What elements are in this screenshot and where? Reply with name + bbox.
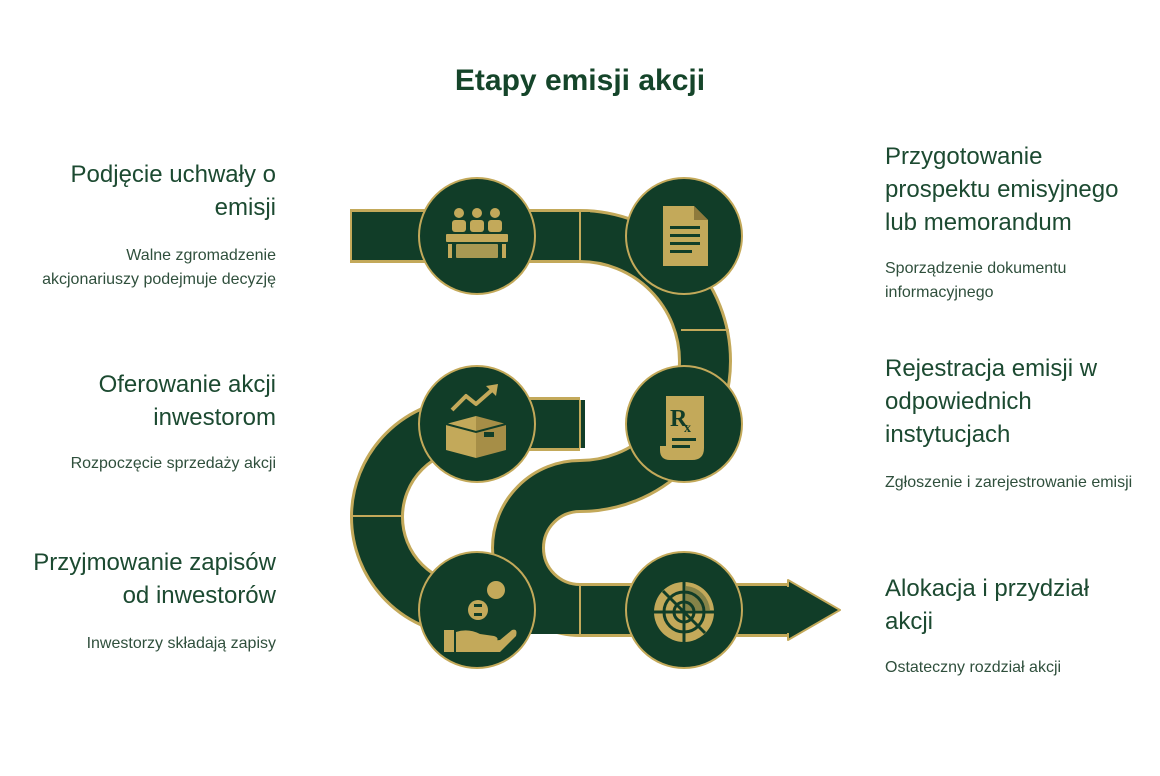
- step-title: Przyjmowanie zapisów od inwestorów: [33, 549, 276, 609]
- step-5: Przyjmowanie zapisów od inwestorów Inwes…: [30, 546, 276, 656]
- prescription-scroll-icon: R x: [660, 396, 704, 460]
- arrow-head: [787, 579, 841, 641]
- step-2: Przygotowanie prospektu emisyjnego lub m…: [885, 140, 1135, 305]
- step-description: Inwestorzy składają zapisy: [86, 635, 276, 652]
- step-title: Podjęcie uchwały o emisji: [70, 161, 276, 221]
- step-title: Rejestracja emisji w odpowiednich instyt…: [885, 355, 1098, 448]
- step-description: Zgłoszenie i zarejestrowanie emisji: [885, 474, 1133, 491]
- svg-text:R: R: [670, 406, 688, 432]
- meeting-people-icon: [446, 208, 508, 258]
- document-icon: [663, 206, 708, 266]
- page-title: Etapy emisji akcji: [454, 64, 706, 97]
- step-6: Alokacja i przydział akcji Ostateczny ro…: [885, 572, 1135, 680]
- step-3: Oferowanie akcji inwestorom Rozpoczęcie …: [30, 368, 276, 476]
- step-description: Ostateczny rozdział akcji: [885, 659, 1062, 676]
- svg-text:x: x: [684, 421, 691, 436]
- step-title: Oferowanie akcji inwestorom: [98, 371, 276, 431]
- node-2: [625, 177, 743, 295]
- growth-box-icon: [445, 384, 507, 458]
- step-description: Walne zgromadzenie akcjonariuszy podejmu…: [42, 247, 276, 288]
- step-title: Przygotowanie prospektu emisyjnego lub m…: [885, 143, 1119, 236]
- node-5: [418, 551, 536, 669]
- node-6: [625, 551, 743, 669]
- step-description: Sporządzenie dokumentu informacyjnego: [885, 260, 1067, 301]
- step-description: Rozpoczęcie sprzedaży akcji: [70, 455, 276, 472]
- node-4: R x: [625, 365, 743, 483]
- node-3: [418, 365, 536, 483]
- node-1: [418, 177, 536, 295]
- allocation-chart-icon: [654, 582, 714, 642]
- step-title: Alokacja i przydział akcji: [885, 575, 1090, 635]
- step-4: Rejestracja emisji w odpowiednich instyt…: [885, 352, 1135, 495]
- step-1: Podjęcie uchwały o emisji Walne zgromadz…: [30, 158, 276, 292]
- hand-coins-icon: [444, 581, 517, 652]
